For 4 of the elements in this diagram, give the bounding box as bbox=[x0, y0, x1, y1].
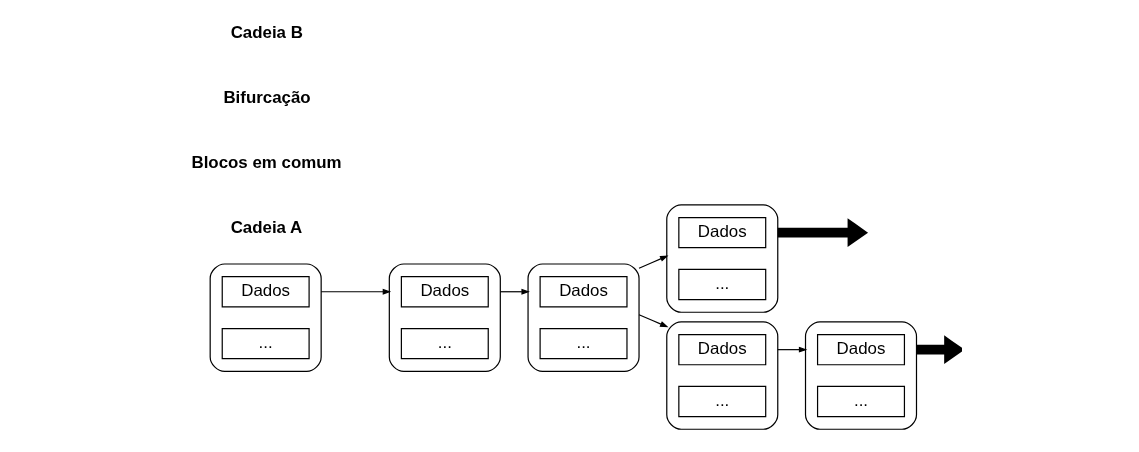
label: Cadeia B bbox=[230, 23, 303, 43]
label: Blocos em comum bbox=[191, 153, 342, 173]
label: Cadeia A bbox=[230, 218, 303, 238]
label: Bifurcação bbox=[223, 88, 311, 108]
